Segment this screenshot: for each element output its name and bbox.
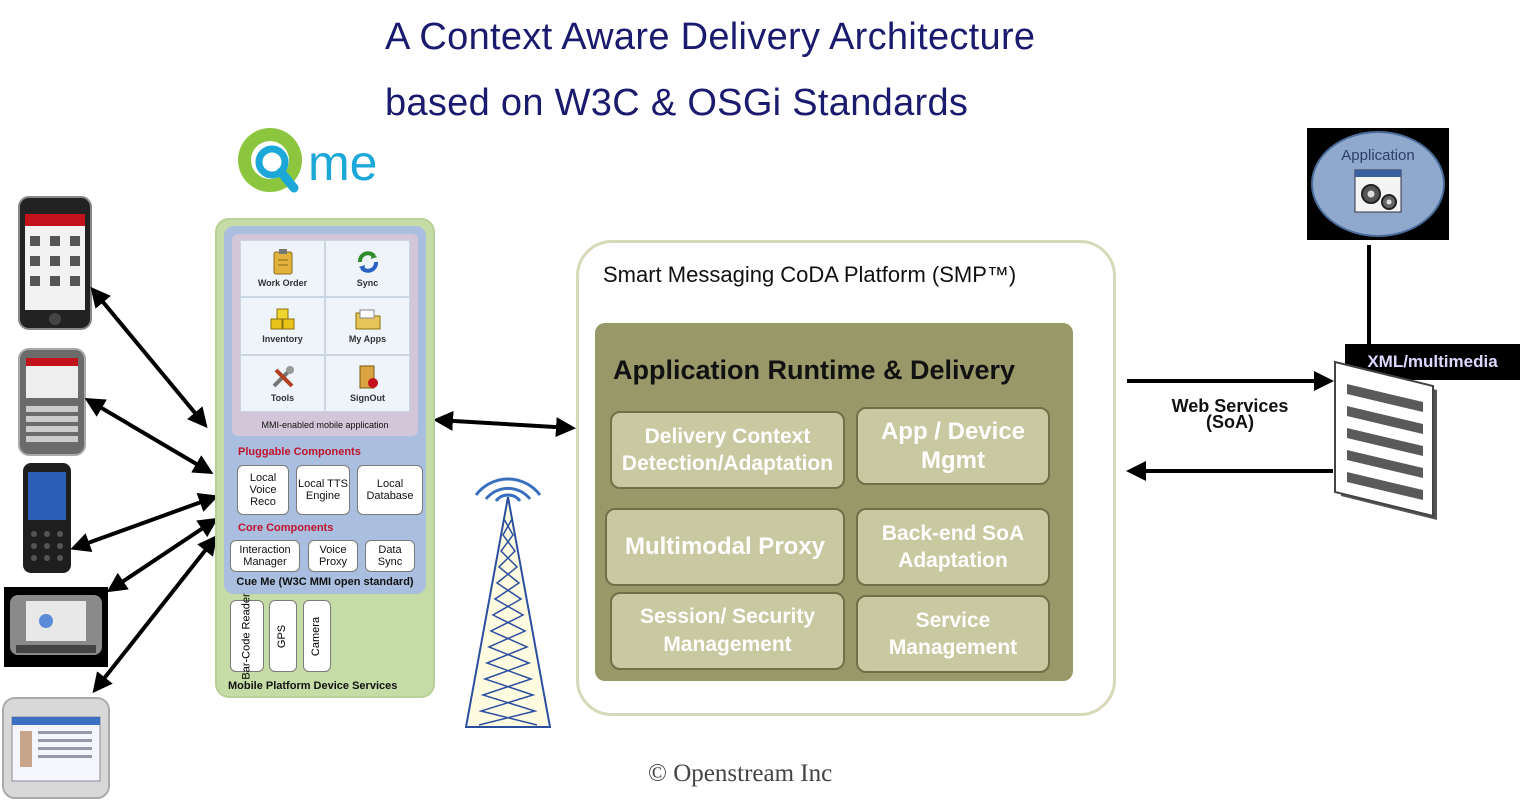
core-components-title: Core Components xyxy=(238,522,334,534)
pluggable-components-title: Pluggable Components xyxy=(238,446,361,458)
barcode-reader-label: Bar-Code Reader xyxy=(240,592,253,680)
service-management-box: Service Management xyxy=(856,595,1050,673)
app-label: My Apps xyxy=(348,334,387,345)
app-sync: Sync xyxy=(325,240,410,298)
diagram-title-line1: A Context Aware Delivery Architecture xyxy=(385,16,1036,58)
app-my-apps: My Apps xyxy=(325,297,410,355)
tools-icon xyxy=(272,365,294,388)
delivery-context-box: Delivery Context Detection/Adaptation xyxy=(610,411,845,489)
application-gears-icon: Application xyxy=(1311,131,1445,237)
qme-logo: me xyxy=(238,128,377,193)
app-tools: Tools xyxy=(240,354,325,412)
runtime-delivery-title: Application Runtime & Delivery xyxy=(613,355,1016,385)
app-label: SignOut xyxy=(350,392,385,403)
web-services-line1: Web Services xyxy=(1171,396,1289,416)
camera-box: Camera xyxy=(303,600,331,672)
cueme-smp-arrow xyxy=(433,410,576,438)
umpc-arrow xyxy=(106,517,219,593)
folder-icon xyxy=(355,309,380,330)
cueme-caption: Cue Me (W3C MMI open standard) xyxy=(236,576,414,588)
rugged-handheld-icon xyxy=(23,463,71,573)
sync-icon xyxy=(357,251,378,273)
smp-title: Smart Messaging CoDA Platform (SMP™) xyxy=(603,262,1017,287)
session-security-box: Session/ Security Management xyxy=(610,592,845,670)
umpc-device-icon xyxy=(4,587,108,667)
application-box: Application xyxy=(1307,128,1449,240)
gps-label: GPS xyxy=(276,624,289,648)
voice-proxy-box: Voice Proxy xyxy=(308,540,358,572)
camera-label: Camera xyxy=(310,616,323,656)
handheld-arrow xyxy=(70,493,219,552)
app-label: Work Order xyxy=(257,278,308,289)
web-services-label: Web Services (SoA) xyxy=(1150,396,1310,432)
document-server-icon xyxy=(1334,360,1437,520)
app-work-order: Work Order xyxy=(240,240,325,298)
application-label: Application xyxy=(1341,147,1414,164)
backend-soa-box: Back-end SoA Adaptation xyxy=(856,508,1050,586)
local-voice-reco-box: Local Voice Reco xyxy=(237,465,289,515)
mmi-caption: MMI-enabled mobile application xyxy=(261,420,389,430)
local-database-box: Local Database xyxy=(357,465,423,515)
clipboard-icon xyxy=(273,249,292,275)
boxes-icon xyxy=(270,308,294,330)
antenna-tower-icon xyxy=(464,477,552,728)
diagram-title-line2: based on W3C & OSGi Standards xyxy=(385,82,969,124)
blackberry-device-icon xyxy=(18,348,86,456)
barcode-reader-box: Bar-Code Reader xyxy=(230,593,264,679)
app-label: Inventory xyxy=(262,334,303,345)
iphone-arrow xyxy=(90,286,208,429)
logo-text: me xyxy=(308,135,377,191)
tablet-device-icon xyxy=(2,697,110,799)
app-inventory: Inventory xyxy=(240,297,325,355)
platform-caption: Mobile Platform Device Services xyxy=(228,680,398,692)
tablet-arrow xyxy=(92,534,218,694)
multimodal-proxy-box: Multimodal Proxy xyxy=(605,508,845,586)
local-tts-engine-box: Local TTS Engine xyxy=(296,465,350,515)
app-grid: Work Order Sync Inventory My Apps Tools … xyxy=(240,240,410,412)
copyright-text: © Openstream Inc xyxy=(648,760,833,787)
web-services-line2: (SoA) xyxy=(1206,412,1254,432)
app-signout: SignOut xyxy=(325,354,410,412)
app-label: Tools xyxy=(270,392,295,403)
signout-icon xyxy=(359,365,378,389)
app-device-mgmt-box: App / Device Mgmt xyxy=(856,407,1050,485)
iphone-device-icon xyxy=(18,196,92,330)
data-sync-box: Data Sync xyxy=(365,540,415,572)
app-label: Sync xyxy=(356,278,379,289)
blackberry-arrow xyxy=(84,397,214,475)
gps-box: GPS xyxy=(269,600,297,672)
interaction-manager-box: Interaction Manager xyxy=(230,540,300,572)
